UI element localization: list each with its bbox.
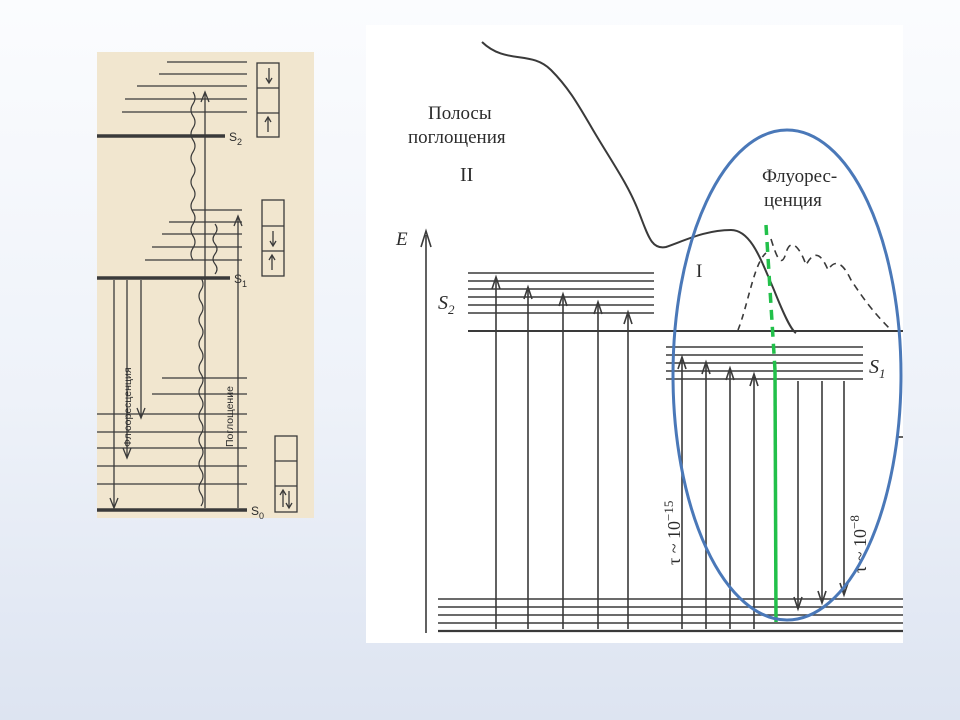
absorption-bands-line1: Полосы — [428, 103, 492, 124]
s2-label: S2 — [229, 130, 242, 147]
band-ii-label: II — [460, 164, 473, 186]
s2-level-label: S2 — [438, 292, 455, 317]
band-i-label: I — [696, 261, 702, 282]
fluorescence-line2: ценция — [764, 190, 822, 211]
jablonski-diagram-left: S2 S1 — [97, 52, 314, 521]
absorption-bands-line2: поглощения — [408, 127, 506, 148]
s2-vibrational-levels — [468, 272, 654, 314]
s1-label: S1 — [234, 272, 247, 289]
absorption-arrows-s2 — [491, 274, 633, 629]
s1-orbital-box — [261, 199, 285, 277]
absorption-band-i-dashed — [737, 252, 767, 331]
fluorescence-arrows — [109, 280, 146, 510]
spectra-diagram-right: Полосы поглощения II I Флуорес- ценция E… — [366, 25, 903, 643]
tau-fluorescence-label: τ ~ 10−8 — [847, 515, 870, 573]
energy-axis-arrowhead — [420, 228, 432, 248]
spectra-right-svg: Полосы поглощения II I Флуорес- ценция E… — [395, 41, 903, 633]
s1-vibrational-levels — [145, 209, 242, 261]
green-dashed-transition — [764, 224, 777, 371]
s2-vibrational-levels — [122, 61, 247, 113]
s0-label: S0 — [251, 504, 264, 521]
green-solid-transition — [773, 369, 778, 623]
s2-orbital-box — [256, 62, 280, 138]
tau-absorption-label: τ ~ 10−15 — [661, 501, 684, 565]
absorption-arrows-s1 — [677, 354, 759, 629]
jablonski-left-svg: S2 S1 — [97, 61, 298, 521]
fluorescence-dashed-curve — [770, 238, 892, 331]
s1-level-label: S1 — [869, 356, 886, 381]
s0-vibrational-levels — [438, 598, 903, 624]
absorption-label: Поглощение — [224, 386, 236, 447]
energy-axis-label: E — [395, 229, 408, 250]
fluorescence-label: Флюоресценция — [122, 367, 134, 447]
s0-orbital-box — [274, 435, 298, 513]
fluorescence-arrows — [793, 381, 849, 612]
nonradiative-wavy-lines — [190, 91, 218, 507]
fluorescence-line1: Флуорес- — [762, 166, 837, 187]
absorption-arrows — [200, 90, 243, 508]
s1-vibrational-levels — [666, 346, 863, 380]
